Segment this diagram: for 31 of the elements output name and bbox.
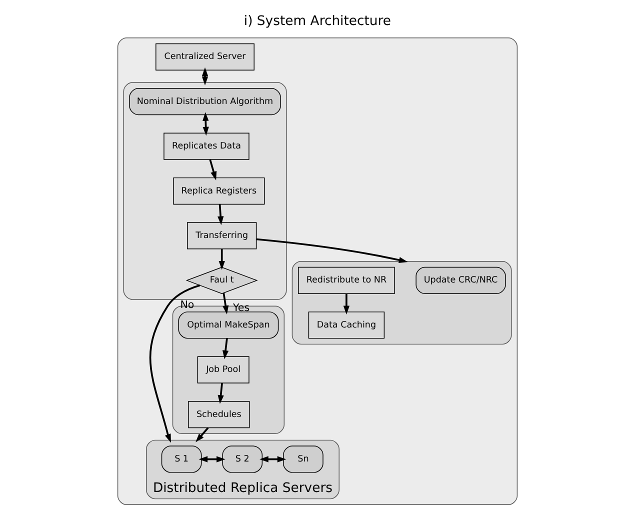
node-box: Optimal MakeSpan bbox=[178, 312, 279, 339]
node-box: S 2 bbox=[222, 446, 263, 473]
cluster bbox=[123, 82, 287, 300]
node-box: Data Caching bbox=[308, 312, 385, 339]
node-diamond: Faul t bbox=[186, 266, 258, 294]
node-box: Schedules bbox=[188, 400, 250, 428]
node-box: S 1 bbox=[161, 446, 202, 473]
node-box: Job Pool bbox=[197, 356, 250, 384]
arrow bbox=[198, 456, 226, 462]
arrow bbox=[202, 67, 208, 86]
node-box: Sn bbox=[283, 446, 324, 473]
arrow bbox=[256, 238, 408, 264]
node-box: Centralized Server bbox=[156, 43, 254, 70]
arrow bbox=[343, 294, 350, 315]
arrow bbox=[218, 248, 225, 270]
arrow bbox=[196, 427, 209, 442]
arrow bbox=[222, 338, 229, 360]
node-box: Transferring bbox=[187, 222, 257, 250]
diagram-title: i) System Architecture bbox=[244, 14, 392, 29]
cluster bbox=[292, 261, 512, 345]
node-box: Nominal Distribution Algorithm bbox=[129, 88, 281, 116]
node-box: Update CRC/NRC bbox=[416, 266, 506, 294]
arrow bbox=[260, 456, 286, 462]
arrow bbox=[209, 159, 217, 180]
cluster bbox=[117, 37, 518, 506]
arrow bbox=[218, 382, 224, 404]
node-box: Replicates Data bbox=[164, 132, 250, 160]
arrow bbox=[218, 204, 224, 226]
node-box: Redistribute to NR bbox=[298, 266, 395, 294]
node-box: Replica Registers bbox=[173, 177, 265, 205]
arrow bbox=[222, 292, 229, 314]
